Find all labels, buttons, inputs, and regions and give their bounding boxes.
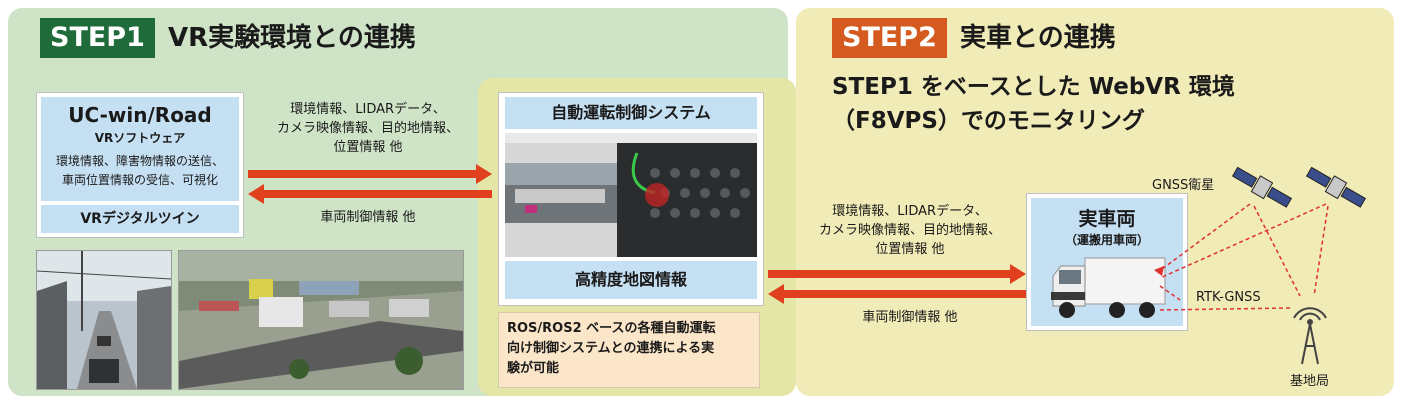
rtk-gnss-label: RTK-GNSS [1196, 290, 1261, 305]
step2-headline-line2: （F8VPS）でのモニタリング [832, 108, 1145, 134]
step2-headline: STEP1 をベースとした WebVR 環境 （F8VPS）でのモニタリング [832, 70, 1235, 138]
truck-icon [1051, 257, 1166, 318]
ucwin-road-info: UC-win/Road VRソフトウェア 環境情報、障害物情報の送信、 車両位置… [41, 97, 239, 201]
real-vehicle-info: 実車両 （運搬用車両） [1031, 198, 1183, 326]
autodrive-system-box: 自動運転制御システム 高精度地図情報 [498, 92, 764, 306]
ucwin-road-box: UC-win/Road VRソフトウェア 環境情報、障害物情報の送信、 車両位置… [36, 92, 244, 238]
ucwin-title: UC-win/Road [68, 103, 212, 127]
step2-forward-line1: 環境情報、LIDARデータ、 [832, 204, 988, 219]
step1-forward-arrow [248, 164, 492, 184]
vehicle-title: 実車両 [1078, 208, 1136, 230]
ros-note-line1: ROS/ROS2 ベースの各種自動運転 [507, 321, 716, 336]
ros-note-line2: 向け制御システムとの連携による実 [507, 341, 715, 356]
step1-forward-line3: 位置情報 他 [333, 140, 403, 155]
ros-note-box: ROS/ROS2 ベースの各種自動運転 向け制御システムとの連携による実 験が可… [498, 312, 760, 388]
step2-forward-line2: カメラ映像情報、目的地情報、 [818, 223, 1001, 238]
port-3d-model-image [178, 250, 464, 390]
step2-back-arrow [768, 284, 1026, 304]
step1-badge: STEP1 [40, 18, 155, 58]
ucwin-subtitle: VRソフトウェア [94, 131, 186, 145]
vehicle-subtitle: （運搬用車両） [1064, 233, 1149, 247]
step1-forward-line2: カメラ映像情報、目的地情報、 [276, 121, 459, 136]
autodrive-title: 自動運転制御システム [505, 97, 757, 129]
gnss-satellite-label: GNSS衛星 [1152, 178, 1215, 193]
ucwin-desc-line2: 車両位置情報の受信、可視化 [61, 173, 218, 187]
step1-forward-label: 環境情報、LIDARデータ、 カメラ映像情報、目的地情報、 位置情報 他 [250, 100, 486, 157]
satellite-icon [1231, 166, 1293, 208]
hd-map-label: 高精度地図情報 [505, 261, 757, 299]
gnss-signal-lines [1154, 203, 1329, 311]
step2-title: 実車との連携 [960, 23, 1116, 53]
step1-back-label: 車両制御情報 他 [320, 210, 416, 225]
step1-title: VR実験環境との連携 [168, 23, 416, 53]
base-station-label: 基地局 [1290, 374, 1330, 389]
step2-badge: STEP2 [832, 18, 947, 58]
vr-digital-twin-label: VRデジタルツイン [41, 205, 239, 233]
step1-back-arrow [248, 184, 492, 204]
ucwin-desc-line1: 環境情報、障害物情報の送信、 [55, 154, 224, 168]
real-vehicle-box: 実車両 （運搬用車両） [1026, 193, 1188, 331]
autodrive-screenshot [505, 133, 757, 257]
antenna-tower-icon [1293, 307, 1327, 365]
step1-forward-line1: 環境情報、LIDARデータ、 [290, 102, 446, 117]
ucwin-desc: 環境情報、障害物情報の送信、 車両位置情報の受信、可視化 [41, 152, 239, 190]
step2-forward-arrow [768, 264, 1026, 284]
satellite-icon-2 [1305, 166, 1367, 208]
step2-back-label: 車両制御情報 他 [862, 310, 958, 325]
step2-forward-line3: 位置情報 他 [875, 242, 945, 257]
street-camera-image [36, 250, 172, 390]
step2-forward-label: 環境情報、LIDARデータ、 カメラ映像情報、目的地情報、 位置情報 他 [800, 202, 1020, 259]
step1-arrows [248, 164, 492, 204]
step2-arrows [768, 264, 1026, 304]
ros-note-line3: 験が可能 [507, 361, 560, 376]
step2-headline-line1: STEP1 をベースとした WebVR 環境 [832, 74, 1235, 100]
